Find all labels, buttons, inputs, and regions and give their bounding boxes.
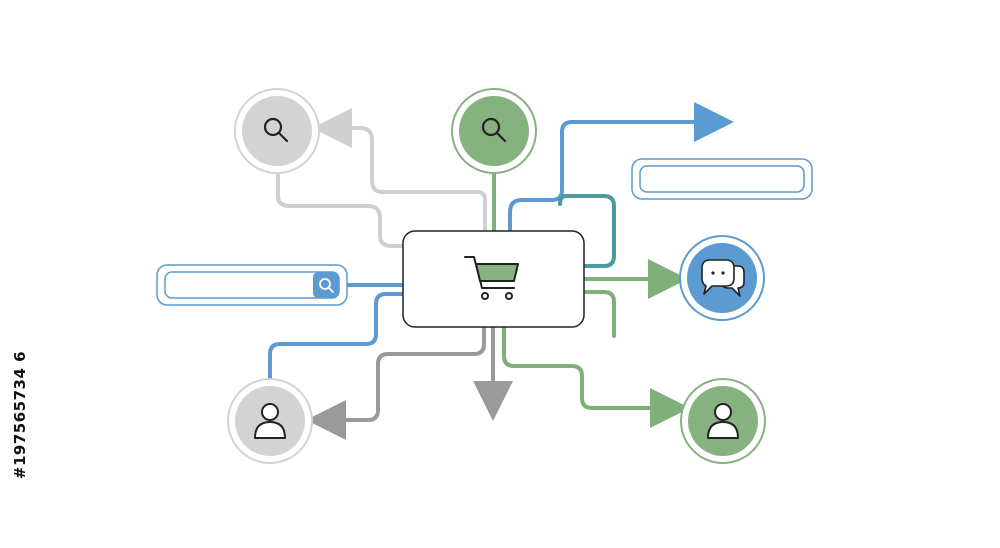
user-node-gray[interactable] (227, 378, 313, 464)
image-id-text: #197565734 6 (11, 350, 30, 480)
chat-node-blue[interactable] (679, 235, 765, 321)
connector-box-to-user-gray (268, 292, 407, 382)
user-icon (254, 403, 286, 439)
search-bar-button[interactable] (313, 272, 339, 298)
search-icon (319, 278, 334, 293)
search-icon (263, 117, 289, 143)
shopping-cart-icon (464, 256, 519, 300)
image-id-label: #197565734 6 (8, 300, 32, 530)
search-node-gray[interactable] (234, 88, 320, 174)
connector-search-gray-to-box (276, 170, 407, 248)
chat-bubbles-icon (701, 259, 745, 297)
search-bar-left[interactable] (156, 264, 348, 306)
user-node-green[interactable] (680, 378, 766, 464)
connector-to-user-gray-arrow (306, 324, 486, 440)
central-cart-box[interactable] (402, 230, 585, 328)
input-bar-right[interactable] (631, 158, 813, 200)
connectors (268, 102, 734, 440)
user-icon (707, 403, 739, 439)
search-node-green[interactable] (451, 88, 537, 174)
connector-to-user-green (502, 324, 690, 428)
search-icon (481, 117, 507, 143)
connector-right-short (582, 290, 616, 338)
connector-to-input-bar (558, 194, 616, 268)
connector-to-search-gray (312, 108, 487, 234)
